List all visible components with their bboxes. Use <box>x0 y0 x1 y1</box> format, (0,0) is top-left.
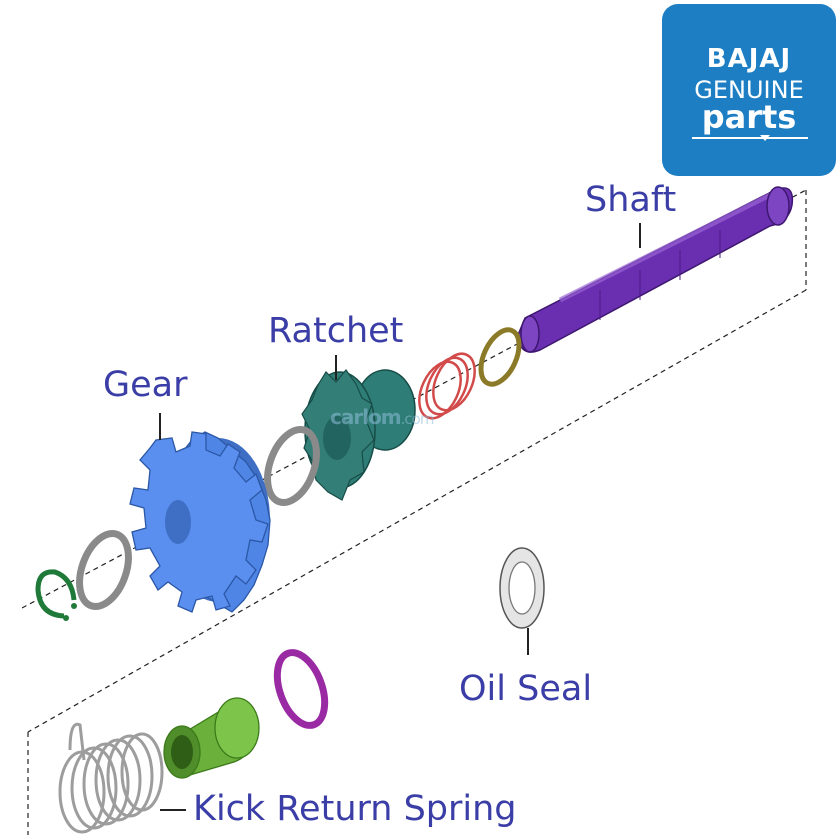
logo-genuine: GENUINE <box>694 76 804 104</box>
circlip-olive-part <box>478 327 522 387</box>
watermark: carlom.com <box>330 405 434 429</box>
logo-parts: parts <box>701 98 797 136</box>
bajaj-genuine-parts-logo: BAJAJ GENUINE parts <box>662 4 836 176</box>
washer-purple-part <box>273 649 329 729</box>
logo-brand: BAJAJ <box>706 44 792 74</box>
spring-ring-part <box>418 352 476 420</box>
kick-return-spring-label: Kick Return Spring <box>193 789 517 829</box>
circlip-green-part <box>35 569 77 621</box>
gear-label: Gear <box>103 365 188 405</box>
ratchet-part <box>301 355 416 501</box>
oil-seal-part <box>499 547 545 655</box>
oil-seal-label: Oil Seal <box>459 669 593 709</box>
logo-underline <box>692 137 808 139</box>
ratchet-label: Ratchet <box>268 311 404 351</box>
shaft-label: Shaft <box>585 180 677 220</box>
washer-left-part <box>76 530 132 610</box>
logo-arrow-icon <box>760 135 770 141</box>
shaft-part <box>517 186 794 353</box>
gear-part <box>129 413 271 613</box>
kick-return-spring-part <box>58 722 186 834</box>
washer-middle-part <box>264 426 320 506</box>
bush-part <box>163 697 260 779</box>
